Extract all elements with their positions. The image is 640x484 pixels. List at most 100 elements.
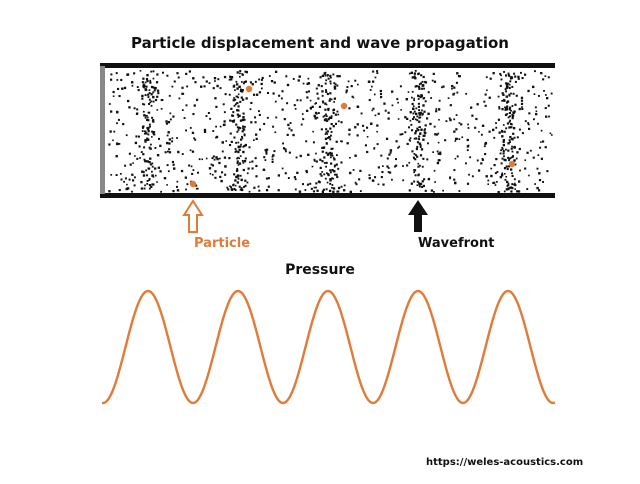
particle-dot <box>394 165 396 168</box>
particle-dot <box>167 150 169 153</box>
particle-dot <box>131 190 133 193</box>
particle-dot <box>230 76 234 79</box>
particle-dot <box>325 128 328 131</box>
particle-dot <box>146 174 148 177</box>
particle-dot <box>418 135 421 138</box>
particle-dot <box>529 149 532 152</box>
particle-dot <box>506 101 508 104</box>
particle-dot <box>330 123 333 126</box>
particle-dot <box>128 106 131 109</box>
particle-dot <box>116 110 119 114</box>
particle-dot <box>510 190 513 193</box>
particle-dot <box>368 174 371 177</box>
particle-dot <box>380 154 383 157</box>
particle-dot <box>249 81 252 84</box>
particle-dot <box>395 140 398 143</box>
wavefront-arrow-icon <box>408 200 428 232</box>
particle-dot <box>386 165 389 168</box>
particle-dot <box>509 115 511 118</box>
particle-dot <box>229 75 232 78</box>
particle-dot <box>135 135 138 138</box>
particle-dot <box>436 161 440 165</box>
particle-dot <box>511 85 514 88</box>
particle-dot <box>232 111 235 114</box>
particle-dot <box>151 116 154 119</box>
particle-dot <box>520 71 522 74</box>
particle-dot <box>410 123 413 126</box>
particle-dot <box>418 116 421 119</box>
particle-dot <box>156 89 160 92</box>
particle-dot <box>413 153 416 155</box>
piston-wall <box>100 66 105 194</box>
particle-dot <box>435 110 438 113</box>
particle-dot <box>453 178 456 181</box>
particle-dot <box>152 100 155 103</box>
particle-dot <box>234 98 237 101</box>
particle-dot <box>327 77 330 80</box>
particle-dot <box>230 186 233 189</box>
particle-dot <box>332 125 335 128</box>
particle-dot <box>133 107 136 110</box>
particle-dot <box>310 107 312 110</box>
particle-dot <box>315 160 318 163</box>
particle-dot <box>372 107 375 110</box>
particle-dot <box>246 172 249 175</box>
particle-dot <box>528 112 531 115</box>
particle-dot <box>321 100 324 103</box>
particle-dot <box>143 86 145 89</box>
particle-dot <box>219 87 222 90</box>
particle-dot <box>502 140 505 144</box>
particle-dot <box>237 93 240 96</box>
particle-dot <box>333 164 336 167</box>
particle-dot <box>513 110 516 113</box>
particle-dot <box>231 189 234 191</box>
particle-dot <box>257 185 260 188</box>
particle-dot <box>267 185 270 188</box>
particle-dot <box>419 111 422 114</box>
particle-dot <box>332 111 335 114</box>
particle-dot <box>311 105 314 108</box>
particle-dot <box>321 171 323 173</box>
particle-dot <box>533 118 535 121</box>
particle-dot <box>329 74 332 77</box>
particle-dot <box>493 181 496 184</box>
particle-dot <box>477 169 481 172</box>
particle-dot <box>330 98 333 101</box>
particle-dot <box>255 175 258 178</box>
particle-dot <box>286 102 289 105</box>
particle-dot <box>371 85 373 88</box>
particle-dot <box>239 70 242 72</box>
particle-dot <box>272 154 275 157</box>
particle-dot <box>240 187 243 190</box>
particle-dot <box>409 137 412 140</box>
particle-dot <box>511 145 513 148</box>
particle-dot <box>506 105 509 108</box>
particle-dot <box>377 112 380 115</box>
particle-dot <box>192 113 195 116</box>
particle-dot <box>136 157 139 160</box>
pressure-title: Pressure <box>285 262 355 278</box>
particle-dot <box>323 114 326 117</box>
particle-dot <box>244 157 247 160</box>
particle-dot <box>150 93 153 96</box>
particle-dot <box>501 173 504 176</box>
particle-dot <box>423 129 426 132</box>
particle-dot <box>144 184 146 187</box>
particle-dot <box>419 182 423 186</box>
particle-dot <box>221 141 224 144</box>
particle-dot <box>295 156 298 159</box>
particle-dot <box>329 82 332 85</box>
particle-dot <box>509 106 512 109</box>
particle-dot <box>536 186 539 190</box>
particle-dot <box>389 149 393 152</box>
particle-dot <box>142 110 145 113</box>
particle-dot <box>128 178 131 181</box>
particle-dot <box>154 98 158 102</box>
particle-dot <box>504 109 507 111</box>
particle-dot <box>517 75 520 78</box>
particle-dot <box>512 92 515 95</box>
particle-dot <box>166 141 169 145</box>
particle-dot <box>198 158 201 161</box>
particle-dot <box>306 109 309 112</box>
particle-dot <box>313 114 316 117</box>
